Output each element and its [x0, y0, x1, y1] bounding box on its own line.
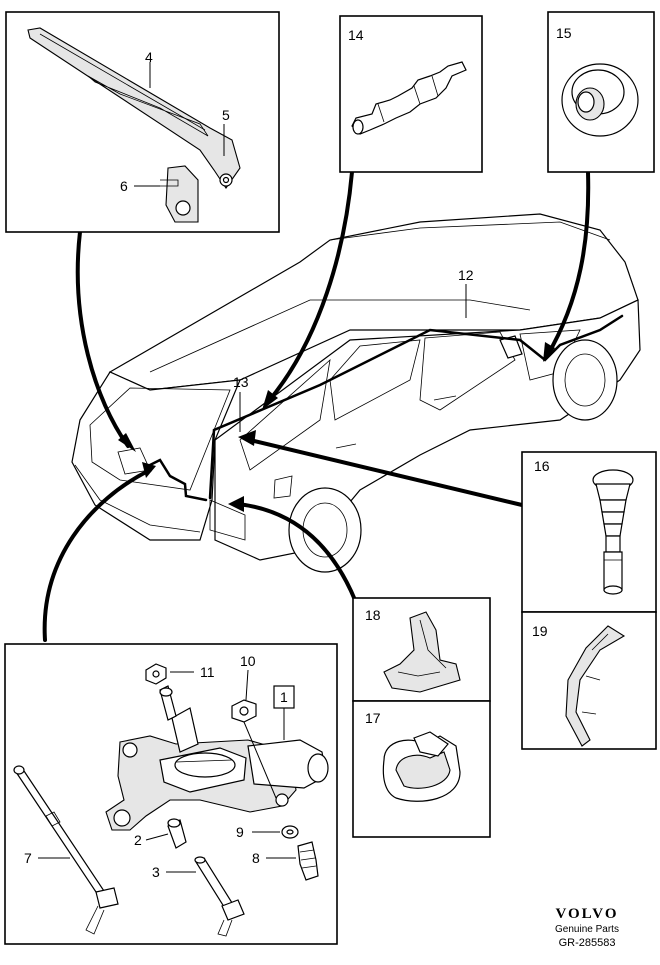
car-illustration: [71, 213, 641, 573]
nut-11: [145, 663, 167, 685]
callout-16: 16: [534, 458, 550, 474]
callout-5: 5: [222, 107, 230, 123]
wiper-arm-4: [27, 27, 241, 189]
car-callouts: 12 13: [233, 267, 474, 432]
hose-clamp-17: [382, 731, 461, 802]
callout-17: 17: [365, 710, 381, 726]
clip-18: [383, 611, 461, 693]
callout-18: 18: [365, 607, 381, 623]
shaft-3: [194, 856, 245, 937]
washer-9: [281, 825, 299, 839]
bolt-2: [167, 818, 187, 849]
panel-grommet: 15: [547, 11, 655, 173]
grommet-15: [561, 63, 639, 137]
panel-wiper-motor: 1 11 10 9 8: [4, 643, 338, 945]
callout-19: 19: [532, 623, 548, 639]
wiper-motor-1: [105, 685, 329, 831]
callout-1: 1: [280, 689, 288, 705]
callout-15: 15: [556, 25, 572, 41]
callout-6: 6: [120, 178, 128, 194]
panel-wiper-arm: 4 5 6: [5, 11, 280, 233]
volvo-logo: VOLVO: [555, 906, 619, 922]
callout-4: 4: [145, 49, 153, 65]
callout-12: 12: [458, 267, 474, 283]
callout-11: 11: [200, 664, 215, 680]
panel-nozzle: 14: [339, 15, 483, 173]
panel-trim: 19: [521, 611, 657, 750]
brand-subtitle: Genuine Parts: [555, 924, 619, 935]
washer-hose: [146, 314, 624, 502]
panel-connector: 16: [521, 451, 657, 613]
callout-7: 7: [24, 850, 32, 866]
brand-block: VOLVO Genuine Parts GR-285583: [532, 906, 642, 949]
callout-2: 2: [134, 832, 142, 848]
callout-9: 9: [236, 824, 244, 840]
panel-clip: 18: [352, 597, 491, 702]
cover-cap-6: [160, 165, 199, 223]
hose-connector-16: [592, 469, 634, 595]
rear-wheel: [288, 487, 362, 573]
callout-3: 3: [152, 864, 160, 880]
trim-clip-19: [565, 625, 626, 747]
callout-10: 10: [240, 653, 256, 669]
callout-14: 14: [348, 27, 364, 43]
leader-arrows: [42, 170, 591, 642]
nut-10: [231, 699, 257, 723]
callout-8: 8: [252, 850, 260, 866]
callout-13: 13: [233, 374, 249, 390]
grommet-8: [297, 841, 319, 881]
diagram-reference: GR-285583: [558, 937, 616, 949]
front-wheel: [552, 339, 618, 421]
link-rod-7: [13, 765, 119, 935]
panel-clamp: 17: [352, 700, 491, 838]
washer-nozzle-14: [351, 61, 467, 135]
